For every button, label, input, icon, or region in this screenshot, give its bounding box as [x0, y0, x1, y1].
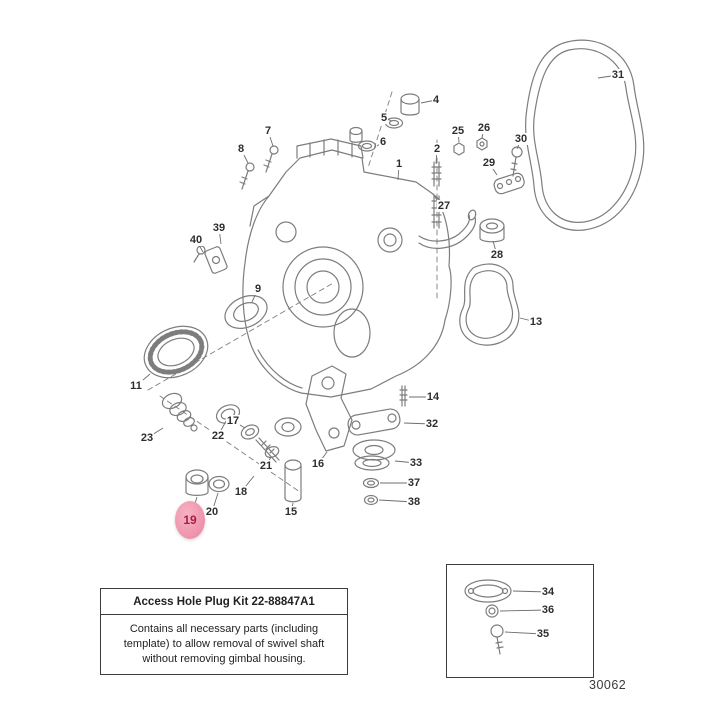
leader-line-17: [232, 420, 246, 429]
right-fasteners: [418, 137, 525, 249]
kit-note-body: Contains all necessary parts (including …: [123, 623, 325, 666]
access-plug-inset-box: [446, 564, 594, 678]
mount-plate-stack: [347, 385, 408, 506]
gasket-13: [459, 263, 520, 346]
leader-line-32: [403, 422, 433, 425]
leader-line-25: [457, 130, 460, 143]
exploded-view-line-art: [143, 39, 645, 655]
inset-parts: [464, 579, 512, 655]
drawing-number: 30062: [589, 678, 627, 692]
leader-line-20: [211, 492, 219, 513]
leader-line-23: [146, 427, 164, 439]
leader-line-15: [290, 502, 294, 513]
leader-line-36: [499, 609, 549, 612]
leader-line-39: [218, 227, 222, 245]
bearing-and-seal-parts: [143, 245, 302, 503]
leader-line-21: [265, 456, 272, 467]
leader-line-29: [488, 162, 498, 176]
leader-line-18: [240, 475, 255, 493]
kit-note-title: Access Hole Plug Kit 22-88847A1: [101, 589, 347, 616]
leader-line-13: [519, 317, 537, 323]
leader-lines: [135, 74, 619, 635]
leader-line-8: [240, 148, 249, 164]
leader-line-28: [492, 240, 498, 256]
leader-line-6: [376, 141, 384, 147]
leader-line-38: [378, 499, 415, 503]
leader-line-16: [317, 451, 328, 465]
leader-line-7: [267, 130, 274, 147]
leader-line-33: [394, 460, 417, 464]
leader-line-31: [597, 74, 619, 79]
kit-note-box: Access Hole Plug Kit 22-88847A1 Contains…: [100, 588, 348, 675]
leader-line-11: [135, 373, 151, 387]
swivel-bracket-parts: [274, 365, 353, 452]
centerlines: [147, 91, 438, 493]
leader-line-19: [189, 496, 198, 521]
leader-line-1: [397, 163, 400, 181]
top-fasteners: [239, 93, 420, 190]
leader-line-26: [481, 127, 485, 139]
leader-line-4: [420, 99, 437, 104]
gimbal-housing: [242, 138, 452, 398]
gasket-31: [525, 39, 645, 231]
